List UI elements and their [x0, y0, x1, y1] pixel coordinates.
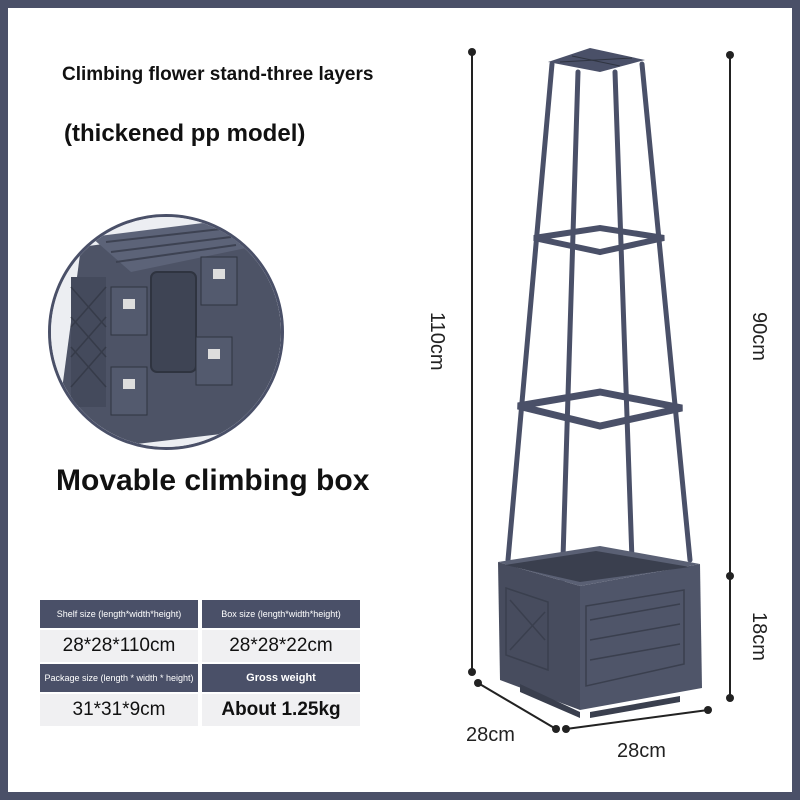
- top-cap-pattern: [559, 55, 633, 67]
- spec-table: Shelf size (length*width*height) Box siz…: [40, 600, 360, 726]
- product-title: Climbing flower stand-three layers: [62, 64, 374, 85]
- trellis-frame: [505, 61, 693, 593]
- dim-label-total-height: 110cm: [426, 312, 448, 371]
- dim-label-width: 28cm: [617, 740, 666, 762]
- spec-header-gross-weight: Gross weight: [202, 664, 360, 692]
- detail-closeup-image: [48, 214, 284, 450]
- spec-header-package-size: Package size (length * width * height): [40, 664, 198, 692]
- dim-label-depth: 28cm: [466, 724, 515, 746]
- dimension-end-dots: [468, 48, 734, 733]
- planter-box: [498, 546, 702, 718]
- spec-header-shelf-size: Shelf size (length*width*height): [40, 600, 198, 628]
- detail-caption: Movable climbing box: [56, 464, 370, 497]
- spec-value-gross-weight: About 1.25kg: [202, 694, 360, 726]
- box-closeup-illustration: [51, 217, 281, 447]
- trellis-ring-middle: [517, 388, 683, 430]
- dim-label-frame-height: 90cm: [748, 312, 770, 361]
- spec-value-package-size: 31*31*9cm: [40, 694, 198, 726]
- spec-value-box-size: 28*28*22cm: [202, 630, 360, 662]
- dim-label-box-height: 18cm: [748, 612, 770, 661]
- trellis-ring-upper: [533, 224, 665, 256]
- spec-value-shelf-size: 28*28*110cm: [40, 630, 198, 662]
- product-subtitle: (thickened pp model): [64, 120, 306, 147]
- spec-header-box-size: Box size (length*width*height): [202, 600, 360, 628]
- dimension-lines: [471, 52, 731, 730]
